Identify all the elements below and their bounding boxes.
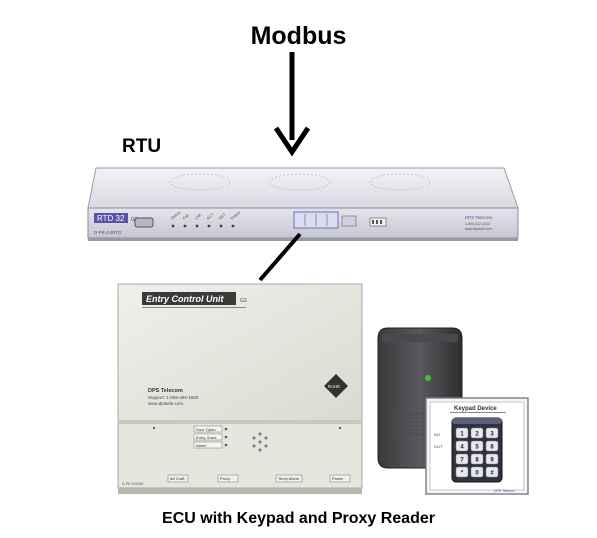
ecu-screw [152,426,156,430]
rtu-model-text: RTD 32 [97,214,125,223]
ecu-vendor-site: www.dpstele.com [148,401,183,406]
diagram-title: Modbus [250,22,347,50]
ecu-status-label: Alarm [196,443,207,448]
ecu-port-label: Power [332,476,344,481]
keypad-key [485,453,499,465]
ecu-port-box [275,474,303,483]
keypad-key-label: 6 [490,445,494,451]
rtu-indicator-label: Power [229,209,241,221]
keypad-key [455,440,469,452]
keypad-key-label: 1 [460,432,464,438]
keypad-key [455,453,469,465]
rtu-led [183,224,187,228]
ecu-speaker [252,432,268,452]
rtu-led [219,224,223,228]
ecu-led [224,443,228,447]
diagram-caption: ECU with Keypad and Proxy Reader [162,510,435,527]
keypad-key [455,466,469,478]
keypad-key [485,440,499,452]
keypad-key-label: 8 [475,458,479,464]
keypad-key-label: 4 [460,445,464,451]
rtu-vendor-site: www.dpstele.com [465,227,492,231]
ecu-device: Entry Control Unit G3 DPS Telecom Suppor… [117,283,363,494]
keypad-vendor: DPS Telecom [494,489,515,493]
keypad-key [470,453,484,465]
rohs-text: RoHS [328,384,340,389]
ecu-title-badge [142,292,236,305]
rtu-led [171,224,175,228]
rtu-indicator-label: LNK [193,212,202,221]
rtu-label: RTU [122,136,162,157]
rtu-device: RTD 32 G3 D-PK-G4RTD Status Fail LNK ACT… [87,167,519,241]
keypad-device: Keypad Device NO OUT 1 2 3 4 5 6 7 8 9 * 0 # DPS Te… [425,397,529,495]
rtu-indicator-label: NET [217,211,227,220]
ecu-status-label-box [193,425,223,433]
keypad-key-label: * [461,471,464,477]
rtu-vendor: DPS Telecom [465,215,492,220]
rtu-vendor-phone: 1-800-622-3314 [465,222,490,226]
keypad-key-label: 0 [475,471,479,477]
keypad-key [455,427,469,439]
rtu-model-badge [94,213,128,223]
rtu-indicator-label: Status [169,210,181,221]
rtu-ecu-link [258,232,302,282]
rtu-indicator-label: Fail [181,213,189,221]
ecu-part-number: D-PK-ECBUK [122,482,144,486]
rtu-serial-port [134,217,154,228]
keypad-key-label: 7 [460,458,464,464]
ecu-port-label: Alt Craft [170,476,185,481]
rtu-vents [169,173,431,191]
keypad-key [470,466,484,478]
rtu-connector [341,215,357,227]
keypad-key [470,440,484,452]
rohs-logo [324,374,348,398]
ecu-status-label: Entry Grant [196,435,217,440]
ecu-vendor: DPS Telecom [148,388,183,394]
ecu-led [224,435,228,439]
rtu-led [231,224,235,228]
keypad-side-label: OUT [434,444,443,449]
ecu-port-label: Temp Alarm [278,476,300,481]
rtu-part-number: D-PK-G4RTD [94,230,122,235]
ecu-port-label: Proxy [220,476,230,481]
ecu-port-box [167,474,189,483]
ecu-led [224,427,228,431]
keypad-key [470,427,484,439]
ecu-support-line: Support: 1-559-454-1600 [148,395,199,400]
rtu-led [207,224,211,228]
keypad-key-label: 9 [490,458,494,464]
ecu-port-box [217,474,239,483]
ecu-status-label-box [193,433,223,441]
keypad-key [485,427,499,439]
keypad-side-label: NO [434,432,440,437]
proxy-reader-led [425,375,431,381]
keypad-key [485,466,499,478]
keypad-key-label: # [490,471,494,477]
rtu-badge-suffix: G3 [131,217,138,223]
modbus-arrow [273,52,311,157]
ecu-title-text: Entry Control Unit [146,294,224,304]
keypad-title: Keypad Device [454,406,497,412]
ecu-status-label: Door Open [196,427,216,432]
ecu-badge-suffix: G3 [240,298,247,304]
rtu-indicator-label: ACT [205,211,215,220]
ecu-screw [338,426,342,430]
ecu-port-box [329,474,351,483]
rtu-led [195,224,199,228]
ecu-status-label-box [193,441,223,449]
keypad-key-label: 2 [475,432,479,438]
keypad-key-label: 3 [490,432,494,438]
keypad-key-label: 5 [475,445,479,451]
